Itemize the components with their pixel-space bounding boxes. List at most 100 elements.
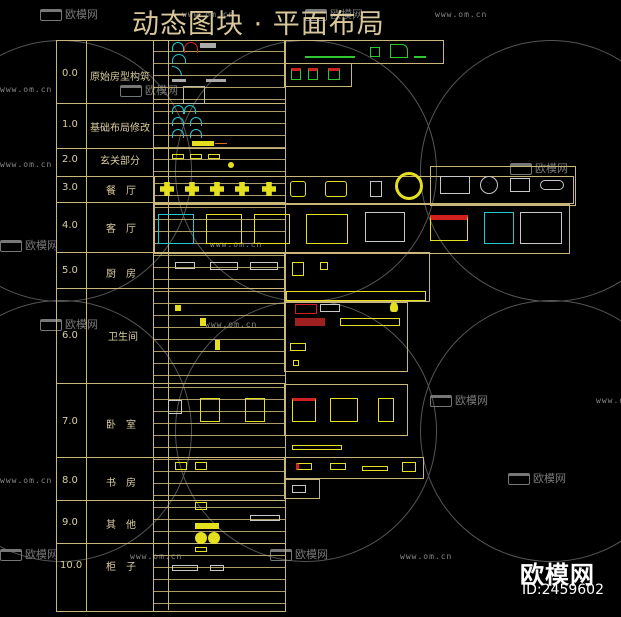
row-label: 卧 室 [106, 420, 136, 431]
row-label: 厨 房 [106, 269, 136, 280]
door-swing-block [190, 129, 202, 138]
bed-block [245, 398, 265, 422]
desk-block [292, 485, 306, 493]
kitchen-block [210, 262, 238, 270]
kitchen-block [292, 262, 304, 276]
kitchen-block [320, 262, 328, 270]
entry-block [172, 154, 184, 159]
watermark-logo: 欧模网 [305, 6, 363, 22]
wall-block [200, 43, 216, 48]
sofa-block [365, 212, 405, 242]
kitchen-block [250, 262, 278, 270]
watermark-logo: 欧模网 [508, 470, 566, 486]
row-label: 原始房型构筑 [90, 72, 150, 83]
desk-block [175, 462, 187, 470]
watermark-url: www.om.cn [400, 552, 453, 561]
row-number: 3.0 [62, 182, 78, 193]
bath-block [340, 318, 400, 326]
desk-block [362, 466, 388, 471]
wall-block [206, 79, 226, 82]
row-label: 卫生间 [108, 332, 138, 343]
study-frame [284, 479, 320, 499]
green-red-block [328, 68, 340, 80]
misc-block [195, 502, 207, 510]
watermark-logo: 欧模网 [0, 546, 58, 562]
dining-table-block [480, 176, 498, 194]
sun-block [208, 532, 220, 544]
row-number: 10.0 [60, 560, 83, 571]
kitchen-block [286, 291, 426, 301]
row-number: 7.0 [62, 416, 78, 427]
watermark-logo: 欧模网 [40, 6, 98, 22]
sofa-block [254, 214, 290, 244]
desk-block [330, 463, 346, 470]
bath-block [320, 304, 340, 312]
row-number: 0.0 [62, 68, 78, 79]
bedroom-frame [284, 384, 408, 436]
row-number: 4.0 [62, 220, 78, 231]
sofa-block [158, 214, 194, 244]
bed-block [200, 398, 220, 422]
desk-block [296, 463, 312, 470]
door-swing-block [172, 117, 184, 126]
block-col-divider [168, 40, 169, 610]
dining-table-block [540, 180, 564, 190]
cabinet-block [210, 565, 224, 571]
column-divider [153, 40, 154, 612]
watermark-url: www.om.cn [182, 10, 235, 19]
entry-block [190, 154, 202, 159]
green-wall-block [305, 56, 355, 58]
watermark-logo: 欧模网 [0, 237, 58, 253]
dining-table-block [510, 178, 530, 192]
bath-block [293, 360, 299, 366]
sofa-block [306, 214, 348, 244]
round-table-block [395, 172, 423, 200]
watermark-arc [420, 300, 621, 562]
bathroom-frame [284, 302, 408, 372]
door-swing-block [172, 129, 184, 138]
dining-table-block [290, 181, 306, 197]
bath-block [290, 343, 306, 351]
bath-block [175, 305, 181, 311]
bed-block [378, 398, 394, 422]
row-number: 5.0 [62, 265, 78, 276]
door-swing-block [172, 42, 184, 52]
desk-block [402, 462, 416, 472]
watermark-url: www.om.cn [435, 10, 488, 19]
row-number: 2.0 [62, 154, 78, 165]
study-frame [284, 457, 424, 479]
row-label: 基础布局修改 [90, 123, 150, 134]
bed-block [330, 398, 358, 422]
entry-block [208, 154, 220, 159]
green-window-block [390, 44, 408, 58]
kitchen-frame [284, 252, 430, 302]
door-swing-block-red [184, 42, 198, 53]
extension-frame [284, 63, 352, 87]
watermark-logo: 欧模网 [430, 392, 488, 408]
misc-block [195, 523, 219, 529]
watermark-logo: 欧模网 [40, 316, 98, 332]
dining-frame [430, 166, 576, 206]
row-label: 书 房 [106, 478, 136, 489]
watermark-url: www.om.cn [0, 85, 53, 94]
bath-block [200, 318, 206, 326]
dining-table-block [440, 176, 470, 194]
bed-block [292, 445, 342, 450]
row-number: 9.0 [62, 517, 78, 528]
stair-block [183, 86, 205, 104]
page-title: 动态图块 · 平面布局 [132, 9, 385, 40]
model-id: ID:2459602 [522, 582, 604, 598]
bath-block [215, 340, 220, 350]
row-number: 8.0 [62, 475, 78, 486]
dining-frame [154, 176, 574, 204]
sofa-block [206, 214, 242, 244]
row-label: 餐 厅 [106, 186, 136, 197]
watermark-url: www.om.cn [0, 160, 53, 169]
sofa-block [430, 215, 468, 241]
watermark-url: www.om.cn [596, 396, 621, 405]
sun-block [195, 532, 207, 544]
bath-block [390, 302, 398, 312]
row-label: 客 厅 [106, 224, 136, 235]
red-line-block [215, 143, 227, 144]
green-red-block [291, 68, 301, 80]
